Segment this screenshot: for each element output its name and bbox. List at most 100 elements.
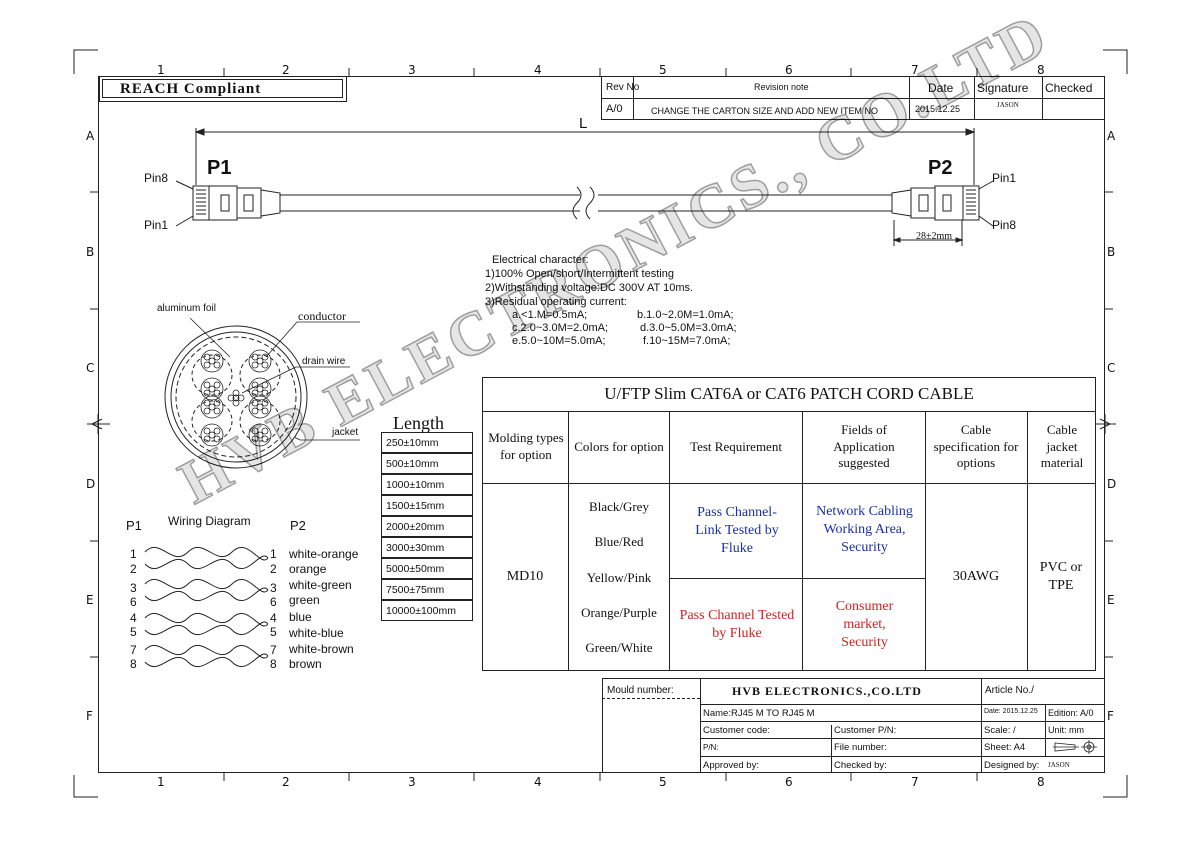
zone-col-6-bottom: 6: [785, 775, 793, 789]
wiring-title: Wiring Diagram: [168, 514, 251, 528]
cable-drawing: [175, 128, 994, 246]
molding-value: MD10: [506, 569, 544, 584]
wire-pin-left: 7: [130, 643, 137, 657]
header-jacket: Cable jacket material: [1040, 421, 1084, 471]
electrical-line-3: 3)Residual operating current:: [485, 296, 627, 308]
electrical-notes: Electrical character: 1)100% Open/short/…: [485, 255, 785, 350]
zone-col-7-bottom: 7: [911, 775, 919, 789]
pin1-left-label: Pin1: [144, 218, 169, 232]
wiring-p1: P1: [126, 518, 142, 533]
zone-row-b-right: B: [1107, 245, 1116, 259]
wire-color: brown: [289, 657, 322, 671]
zone-row-e-left: E: [86, 593, 94, 607]
current-e: e.5.0~10M=5.0mA;: [512, 335, 606, 347]
zone-col-4-top: 4: [534, 63, 542, 77]
application-field-2: Consumer market, Security: [835, 598, 894, 651]
wire-color: orange: [289, 562, 327, 576]
customer-pn-label: Customer P/N:: [834, 725, 897, 736]
zone-col-1-bottom: 1: [157, 775, 165, 789]
wire-pin-right: 7: [270, 643, 277, 657]
cable-cross-section: [164, 317, 360, 469]
wire-pin-right: 1: [270, 547, 277, 561]
file-number-label: File number:: [834, 742, 887, 753]
wire-pin-right: 4: [270, 611, 277, 625]
header-colors: Colors for option: [574, 438, 664, 454]
wire-pin-right: 5: [270, 625, 277, 639]
wire-color: white-blue: [289, 626, 344, 640]
zone-col-4-bottom: 4: [534, 775, 542, 789]
current-c: c.2.0~3.0M=2.0mA;: [512, 322, 608, 334]
zone-row-c-right: C: [1107, 361, 1116, 375]
electrical-line-1: 1)100% Open/short/Intermittent testing: [485, 268, 674, 280]
current-f: f.10~15M=7.0mA;: [643, 335, 731, 347]
zone-col-6-top: 6: [785, 63, 793, 77]
current-b: b.1.0~2.0M=1.0mA;: [637, 309, 734, 321]
wire-pin-left: 2: [130, 562, 137, 576]
p1-label: P1: [207, 157, 232, 179]
projection-icon: [1053, 740, 1097, 754]
zone-row-e-right: E: [1107, 593, 1115, 607]
wire-color: green: [289, 593, 320, 607]
revision-date-value: 2015.12.25: [915, 104, 961, 114]
wiring-twists: [144, 546, 269, 668]
application-field-1: Network Cabling Working Area, Security: [816, 503, 913, 556]
current-a: a.<1.M=0.5mA;: [512, 309, 588, 321]
color-option: Blue/Red: [594, 534, 644, 549]
length-row: 5000±50mm: [381, 558, 473, 579]
tb-unit: Unit: mm: [1048, 725, 1084, 735]
wire-pin-right: 2: [270, 562, 277, 576]
wire-color: white-green: [289, 578, 352, 592]
signature-header: Signature: [977, 81, 1029, 95]
date-header: Date: [928, 81, 954, 95]
color-option: Green/White: [585, 640, 653, 655]
checked-by-label: Checked by:: [834, 760, 887, 771]
zone-row-b-left: B: [86, 245, 95, 259]
designed-label: Designed by:: [984, 760, 1040, 771]
revision-note-value: CHANGE THE CARTON SIZE AND ADD NEW ITEM …: [651, 106, 879, 116]
zone-col-8-bottom: 8: [1037, 775, 1045, 789]
customer-code-label: Customer code:: [703, 725, 771, 736]
test-requirement-2: Pass Channel Tested by Fluke: [679, 607, 795, 641]
wire-color: white-orange: [289, 547, 359, 561]
header-cable-spec: Cable specification for options: [933, 421, 1019, 471]
length-row: 7500±75mm: [381, 579, 473, 600]
tb-scale: Scale: /: [984, 725, 1016, 736]
test-requirement-1: Pass Channel-Link Tested by Fluke: [695, 504, 779, 557]
name-label: Name:RJ45 M TO RJ45 M: [703, 708, 815, 719]
designer-name: JASON: [1048, 761, 1070, 769]
zone-col-3-bottom: 3: [408, 775, 416, 789]
zone-row-d-right: D: [1107, 477, 1117, 491]
electrical-title: Electrical character:: [492, 254, 589, 266]
wire-pin-left: 8: [130, 657, 137, 671]
pn-label: P/N:: [703, 743, 719, 752]
spec-table: U/FTP Slim CAT6A or CAT6 PATCH CORD CABL…: [482, 377, 1096, 671]
header-test: Test Requirement: [690, 438, 782, 454]
zone-col-5-bottom: 5: [659, 775, 667, 789]
spec-title: U/FTP Slim CAT6A or CAT6 PATCH CORD CABL…: [604, 384, 974, 403]
zone-row-f-left: F: [86, 709, 93, 723]
reach-badge: REACH Compliant: [99, 76, 347, 102]
mould-label: Mould number:: [607, 685, 674, 696]
length-row: 1000±10mm: [381, 474, 473, 495]
revision-signature-value: JASON: [997, 101, 1019, 109]
rev-value: A/0: [606, 103, 623, 115]
length-row: 250±10mm: [381, 432, 473, 453]
zone-row-a-right: A: [1107, 129, 1116, 143]
tb-sheet: Sheet: A4: [984, 742, 1026, 753]
color-option: Yellow/Pink: [586, 570, 652, 585]
color-option: Black/Grey: [589, 499, 649, 514]
length-table-title: Length: [393, 413, 444, 433]
jacket-label: jacket: [332, 427, 359, 438]
wire-pin-left: 5: [130, 625, 137, 639]
header-molding: Molding types for option: [488, 430, 564, 462]
title-block: Mould number: HVB ELECTRONICS.,CO.LTD Ar…: [602, 678, 1105, 773]
length-row: 10000±100mm: [381, 600, 473, 621]
zone-col-2-top: 2: [282, 63, 290, 77]
p2-label: P2: [928, 157, 953, 179]
length-row: 1500±15mm: [381, 495, 473, 516]
tb-date: Date: 2015.12.25: [984, 708, 1038, 715]
conductor-label: conductor: [298, 309, 346, 323]
color-option: Orange/Purple: [581, 605, 657, 620]
revision-note-header: Revision note: [754, 82, 809, 92]
